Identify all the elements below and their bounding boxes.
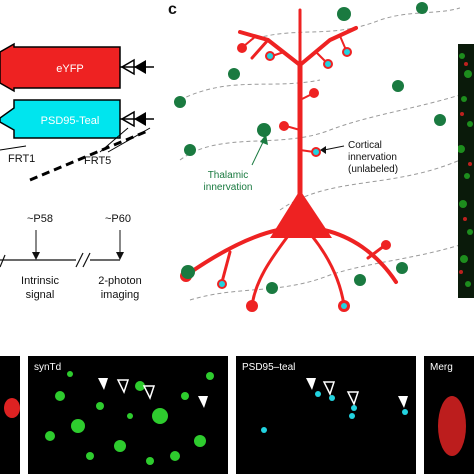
red-signal [459, 62, 472, 274]
thalamic-bouton [228, 68, 240, 80]
basal-dendrite [250, 234, 290, 307]
fluorescence-image-strip [458, 44, 474, 298]
thalamic-bouton [396, 262, 408, 274]
construct-panel: eYFP PSD95-Teal FRT1 FRT5 [0, 42, 154, 182]
thalamic-bouton [434, 114, 446, 126]
arrowhead-markers [306, 378, 408, 408]
cortical-bouton [344, 49, 350, 55]
thalamic-bouton [392, 80, 404, 92]
arrowhead-filled-icon [306, 378, 316, 390]
timeline-p58-label: ~P58 [27, 213, 53, 225]
timeline-imaging-line1: 2-photon [98, 275, 141, 287]
spine [315, 51, 327, 63]
axon-path [179, 94, 460, 161]
thalamic-bouton [337, 7, 351, 21]
cortical-bouton [325, 61, 331, 67]
psd95-teal-image-label: PSD95–teal [242, 362, 295, 373]
frt-dashed-connector [29, 128, 151, 182]
timeline-intrinsic-line2: signal [26, 289, 55, 301]
red-signal [4, 398, 20, 418]
timeline-panel: ~P58 ~P60 Intrinsic signal 2-photon imag… [0, 213, 142, 301]
arrow-down-icon [32, 252, 40, 260]
cortical-bouton [341, 303, 347, 309]
thalamic-bouton [184, 144, 196, 156]
fluorescence-signal [458, 53, 473, 287]
arrowhead-open-icon [116, 379, 130, 394]
timeline-break [0, 254, 6, 268]
arrow-down-icon [116, 252, 124, 260]
axon-path [179, 79, 321, 101]
cortical-bouton [219, 281, 225, 287]
arrowhead-open-icon [322, 381, 336, 396]
thalamic-bouton [181, 265, 195, 279]
basal-dendrite [310, 234, 346, 307]
spine-head [279, 121, 289, 131]
arrowhead-filled-icon [398, 396, 408, 408]
cortical-bouton [267, 53, 273, 59]
thalamic-bouton [416, 2, 428, 14]
thalamic-bouton [354, 274, 366, 286]
basal-dendrite [322, 228, 398, 284]
arrowhead-filled-icon [198, 396, 208, 408]
thalamic-label-line1: Thalamic [208, 170, 249, 181]
cortical-boutons [219, 49, 350, 309]
arrow-up-icon [260, 134, 268, 145]
cortical-label-line1: Cortical [348, 140, 382, 151]
syntd-label: synTd [34, 362, 61, 373]
timeline-intrinsic-line1: Intrinsic [21, 275, 59, 287]
micrograph-row: synTd PSD95–teal Merg [0, 356, 474, 474]
merge-label: Merg [430, 362, 453, 373]
spine-head [381, 240, 391, 250]
timeline-p60-label: ~P60 [105, 213, 131, 225]
thalamic-arrow [251, 139, 265, 166]
cortical-arrow [323, 145, 345, 151]
timeline-break [75, 252, 84, 268]
frt1-pointer [0, 145, 27, 151]
panel-label-c: c [168, 1, 177, 18]
thalamic-label-line2: innervation [204, 182, 253, 193]
neuron-diagram-panel: c [168, 1, 460, 312]
apical-branch [298, 26, 358, 67]
basal-dendrite [366, 244, 386, 260]
arrowhead-filled-icon [98, 378, 108, 390]
axon-path [189, 244, 460, 301]
thalamic-bouton [266, 282, 278, 294]
frt5-label: FRT5 [84, 155, 111, 167]
red-signal [438, 396, 466, 456]
thalamic-bouton [174, 96, 186, 108]
cortical-label-line3: (unlabeled) [348, 164, 398, 175]
eyfp-label: eYFP [56, 63, 84, 75]
timeline-break [82, 252, 91, 268]
spine-head [309, 88, 319, 98]
arrowhead-open-icon [346, 391, 360, 406]
soma [270, 190, 332, 238]
spine [243, 35, 257, 47]
cortical-label-line2: innervation [348, 152, 397, 163]
spine-head [246, 300, 258, 312]
thalamic-boutons [174, 2, 446, 294]
basal-dendrite [220, 250, 232, 284]
timeline-imaging-line2: imaging [101, 289, 140, 301]
basal-dendrite [186, 228, 280, 276]
arrowhead-open-icon [142, 385, 156, 400]
thalamic-bouton [257, 123, 271, 137]
axon-path [249, 7, 460, 41]
cortical-bouton [313, 149, 319, 155]
spine-head [237, 43, 247, 53]
arrowhead-markers [98, 378, 208, 408]
psd95-teal-label: PSD95-Teal [41, 115, 100, 127]
syntd-puncta [45, 371, 214, 465]
micrograph-psd95-teal [236, 356, 416, 474]
arrow-left-icon [320, 146, 326, 154]
apical-branch [250, 38, 270, 60]
psd95-teal-cassette [0, 99, 121, 139]
psd95-puncta [261, 391, 408, 433]
frt1-label: FRT1 [8, 153, 35, 165]
eyfp-cassette [0, 42, 121, 93]
